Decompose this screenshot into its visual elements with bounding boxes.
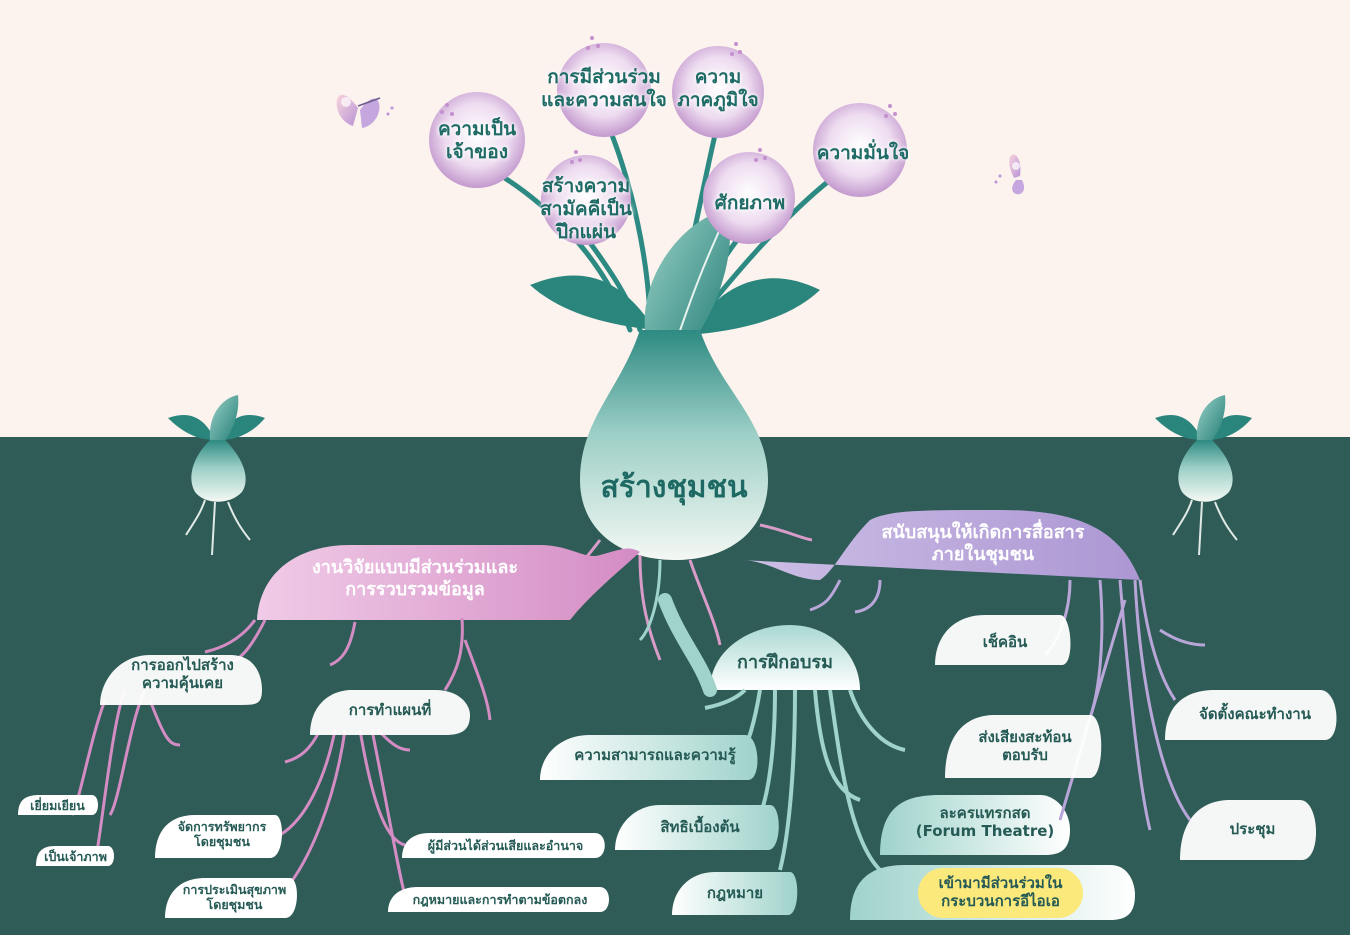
flower-label-line: ภาคภูมิใจ	[677, 89, 759, 112]
node-label-eia: เข้ามามีส่วนร่วมใน กระบวนการอีไอเอ	[918, 874, 1083, 911]
law-node-shape	[672, 872, 798, 915]
branch-label-line: งานวิจัยแบบมีส่วนร่วมและ	[311, 557, 519, 578]
branch-label-training: การฝึกอบรม	[710, 652, 860, 674]
flower-label-potential: ศักยภาพ	[700, 192, 800, 215]
node-label-feedback: ส่งเสียงสะท้อน ตอบรับ	[950, 728, 1100, 765]
resource-mgmt-node-shape	[155, 815, 282, 858]
node-label-forum-theatre: ละครแทรกสด (Forum Theatre)	[900, 804, 1070, 841]
eia-highlight	[918, 868, 1083, 918]
flower-label-line: สร้างความ	[541, 175, 631, 197]
flower-sparkles	[440, 36, 897, 164]
node-label-line: ประชุม	[1229, 820, 1276, 838]
node-label-stakeholders: ผู้มีส่วนได้ส่วนเสียและอำนาจ	[408, 838, 603, 853]
training-branch-shape	[710, 625, 860, 690]
node-label-checkin: เช็คอิน	[945, 633, 1065, 651]
node-label-line: ความคุ้นเคย	[141, 674, 223, 693]
node-label-line: จัดการทรัพยากร	[177, 819, 267, 834]
branch-label-line: การฝึกอบรม	[737, 652, 833, 673]
node-label-line: โดยชุมชน	[206, 897, 263, 913]
host-node-shape	[36, 846, 114, 866]
node-label-line: จัดตั้งคณะทำงาน	[1199, 705, 1311, 723]
mapping-node-shape	[310, 690, 470, 735]
familiarization-node-shape	[100, 655, 262, 705]
flower-heads	[429, 43, 907, 245]
node-label-line: สิทธิเบื้องต้น	[660, 818, 740, 836]
node-label-line: เป็นเจ้าภาพ	[44, 849, 107, 864]
node-label-familiarization: การออกไปสร้าง ความคุ้นเคย	[105, 656, 260, 693]
branch-label-line: สนับสนุนให้เกิดการสื่อสาร	[881, 522, 1085, 543]
flower-label-pride: ความ ภาคภูมิใจ	[668, 66, 768, 112]
side-plant-left	[168, 395, 265, 556]
branch-label-line: การรวบรวมข้อมูล	[345, 578, 485, 600]
node-label-line: กระบวนการอีไอเอ	[941, 892, 1060, 911]
node-label-line: ความสามารถและความรู้	[574, 746, 736, 764]
node-label-line: เข้ามามีส่วนร่วมใน	[938, 874, 1063, 892]
node-label-line: ส่งเสียงสะท้อน	[978, 728, 1072, 746]
flower-label-unity: สร้างความ สามัคคีเป็น ปึกแผ่น	[531, 175, 641, 245]
working-group-node-shape	[1165, 690, 1337, 740]
node-label-mapping: การทำแผนที่	[315, 701, 465, 719]
node-label-health-assessment: การประเมินสุขภาพ โดยชุมชน	[172, 882, 297, 913]
flower-label-line: ความเป็น	[437, 118, 517, 140]
center-bulb	[580, 330, 768, 560]
node-label-meeting: ประชุม	[1195, 820, 1310, 838]
node-label-visit: เยี่ยมเยียน	[20, 798, 95, 813]
node-label-line: (Forum Theatre)	[915, 822, 1055, 841]
flower-label-confidence: ความมั่นใจ	[808, 142, 918, 165]
node-label-laws-agreements: กฎหมายและการทำตามข้อตกลง	[395, 892, 605, 907]
basic-rights-node-shape	[615, 805, 779, 850]
branch-label-research: งานวิจัยแบบมีส่วนร่วมและ การรวบรวมข้อมูล	[270, 557, 560, 601]
node-label-basic-rights: สิทธิเบื้องต้น	[625, 818, 775, 836]
stakeholders-node-shape	[402, 833, 605, 858]
node-label-line: ตอบรับ	[1002, 746, 1048, 765]
node-label-line: โดยชุมชน	[194, 834, 250, 850]
capacity-node-shape	[540, 735, 758, 780]
butterfly-icon	[336, 94, 394, 128]
node-label-line: การออกไปสร้าง	[131, 656, 234, 674]
node-label-resource-mgmt: จัดการทรัพยากร โดยชุมชน	[162, 819, 282, 850]
node-label-line: เยี่ยมเยียน	[30, 798, 85, 813]
flower-label-line: สามัคคีเป็น	[540, 198, 632, 221]
flower-label-line: เจ้าของ	[446, 141, 508, 164]
flower-label-line: และความสนใจ	[541, 89, 667, 112]
center-label: สร้างชุมชน	[600, 470, 748, 505]
training-roots	[704, 688, 906, 872]
forum-theatre-node-shape	[880, 795, 1070, 855]
meeting-node-shape	[1180, 800, 1317, 860]
communication-branch-shape	[740, 510, 1140, 580]
node-label-law: กฎหมาย	[680, 884, 790, 902]
flower-label-ownership: ความเป็น เจ้าของ	[427, 118, 527, 164]
research-branch-shape	[257, 545, 640, 620]
branch-label-line: ภายในชุมชน	[931, 543, 1035, 565]
flower-label-line: ความ	[694, 66, 742, 88]
flower-label-line: ปึกแผ่น	[556, 221, 616, 244]
branch-label-communication: สนับสนุนให้เกิดการสื่อสาร ภายในชุมชน	[848, 522, 1118, 566]
node-label-capacity: ความสามารถและความรู้	[555, 746, 755, 764]
flower-label-line: ความมั่นใจ	[816, 142, 910, 164]
node-label-line: กฎหมาย	[706, 884, 764, 902]
node-label-host: เป็นเจ้าภาพ	[38, 849, 113, 864]
flower-label-line: ศักยภาพ	[714, 192, 786, 214]
node-label-line: การประเมินสุขภาพ	[182, 882, 287, 897]
node-label-line: ผู้มีส่วนได้ส่วนเสียและอำนาจ	[427, 838, 584, 853]
node-label-line: กฎหมายและการทำตามข้อตกลง	[412, 892, 588, 907]
node-label-working-group: จัดตั้งคณะทำงาน	[1175, 705, 1335, 723]
flower-label-participation: การมีส่วนร่วม และความสนใจ	[536, 66, 672, 112]
side-plant-right	[1155, 395, 1252, 556]
flower-label-line: การมีส่วนร่วม	[547, 66, 661, 88]
laws-agreements-node-shape	[388, 887, 609, 912]
checkin-node-shape	[935, 615, 1071, 665]
butterfly-icon	[994, 154, 1025, 195]
node-label-line: ละครแทรกสด	[939, 804, 1031, 822]
visit-node-shape	[18, 795, 98, 815]
node-label-line: การทำแผนที่	[348, 701, 432, 719]
node-label-line: เช็คอิน	[982, 633, 1028, 651]
health-assessment-node-shape	[165, 878, 297, 918]
feedback-node-shape	[945, 715, 1102, 778]
